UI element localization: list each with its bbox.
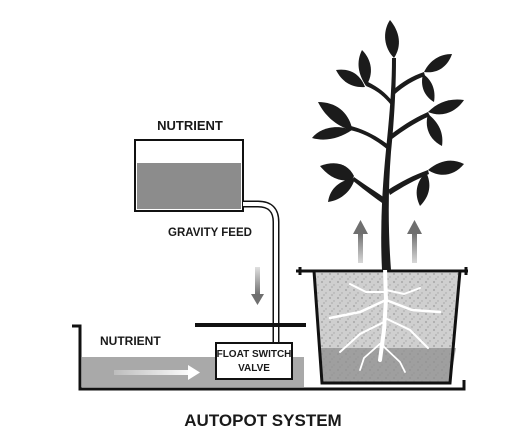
arrow-down-icon <box>251 267 264 305</box>
plant-icon <box>312 20 464 270</box>
arrow-up-icon <box>353 220 368 263</box>
plant-pot <box>296 267 468 385</box>
float-switch-label-line2: VALVE <box>238 363 270 374</box>
tray-label: NUTRIENT <box>100 334 161 348</box>
float-switch-valve <box>215 342 293 380</box>
arrow-right-icon <box>114 365 200 380</box>
nutrient-reservoir <box>134 139 244 212</box>
reservoir-nutrient-liquid <box>137 163 241 209</box>
plant-roots <box>328 266 442 373</box>
float-switch-label-line1: FLOAT SWITCH <box>217 349 292 360</box>
pot-wet-soil <box>318 348 456 383</box>
arrow-up-icon <box>407 220 422 263</box>
gravity-feed-tube <box>243 200 280 343</box>
diagram-title: AUTOPOT SYSTEM <box>184 411 341 430</box>
gravity-feed-label: GRAVITY FEED <box>168 227 252 239</box>
reservoir-label: NUTRIENT <box>157 118 223 133</box>
